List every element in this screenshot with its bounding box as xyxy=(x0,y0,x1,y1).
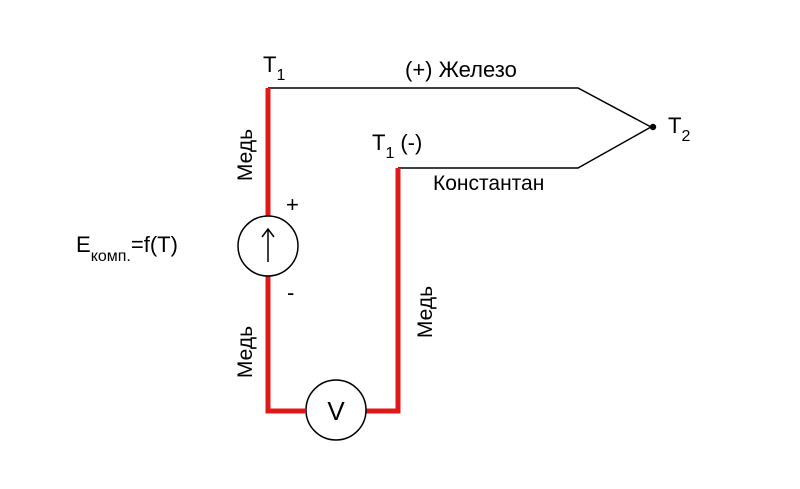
iron-label: (+) Железо xyxy=(405,57,517,82)
iron-wire xyxy=(268,87,652,128)
minus-sign: - xyxy=(287,280,294,305)
t2-sub: 2 xyxy=(681,128,690,145)
copper-label-left-top: Медь xyxy=(234,129,257,181)
plus-sign: + xyxy=(286,192,299,217)
emf-source xyxy=(237,215,299,277)
emf-sub: комп. xyxy=(91,248,131,265)
t1-mid-suffix: (-) xyxy=(400,130,422,155)
copper-wire-left xyxy=(265,88,305,414)
t1-top-main: T xyxy=(263,52,276,77)
voltmeter: V xyxy=(305,379,367,441)
t1-mid-main: T xyxy=(372,130,385,155)
emf-rest: =f(T) xyxy=(131,232,178,257)
voltmeter-label: V xyxy=(327,396,345,426)
t1-top-sub: 1 xyxy=(276,67,285,84)
copper-label-right: Медь xyxy=(414,286,437,338)
t1-mid-label: T1 (-) xyxy=(372,130,422,162)
constantan-wire xyxy=(398,126,652,169)
copper-wire-right xyxy=(366,168,401,414)
hot-junction-dot xyxy=(649,123,657,131)
t1-top-label: T1 xyxy=(263,52,285,84)
t1-mid-sub: 1 xyxy=(385,145,394,162)
emf-label: Eкомп.=f(T) xyxy=(76,232,178,265)
emf-main: E xyxy=(76,232,91,257)
t2-label: T2 xyxy=(668,113,690,145)
copper-label-left-bottom: Медь xyxy=(234,326,257,378)
up-arrow-icon xyxy=(261,227,275,262)
t2-main: T xyxy=(668,113,681,138)
constantan-label: Константан xyxy=(433,172,544,195)
